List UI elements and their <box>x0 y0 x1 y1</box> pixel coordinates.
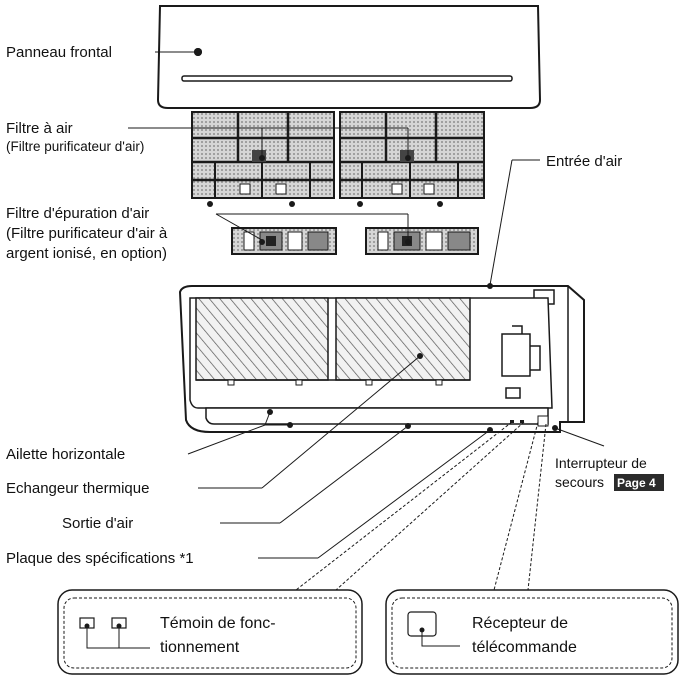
indoor-unit-body <box>178 285 585 433</box>
label-air-cleaning-filter: Filtre d'épuration d'air <box>6 205 149 222</box>
label-horizontal-vane: Ailette horizontale <box>6 446 125 463</box>
air-cleaning-filter-right <box>365 227 479 255</box>
label-heat-exchanger: Echangeur thermique <box>6 480 149 497</box>
callout-dashed-lines <box>295 421 547 591</box>
remote-receiver-callout <box>385 589 679 675</box>
label-front-panel: Panneau frontal <box>6 44 112 61</box>
air-filter-right <box>339 111 485 207</box>
label-operation-indicator: Témoin de fonc- <box>160 615 276 632</box>
label-remote-receiver-line2: télécommande <box>472 639 577 656</box>
label-air-cleaning-filter-line3: argent ionisé, en option) <box>6 245 167 262</box>
page-ref-badge <box>614 474 664 491</box>
label-air-outlet: Sortie d'air <box>62 515 133 532</box>
front-panel <box>156 5 542 109</box>
label-air-filter-sub: (Filtre purificateur d'air) <box>6 139 144 154</box>
page-ref-text: Page 4 <box>617 476 656 490</box>
leader-lines <box>128 51 605 559</box>
label-air-cleaning-filter-line2: (Filtre purificateur d'air à <box>6 225 168 242</box>
label-air-filter: Filtre à air <box>6 120 73 137</box>
label-air-inlet: Entrée d'air <box>546 153 622 170</box>
label-emergency-switch-line2: secours <box>555 474 604 490</box>
label-emergency-switch: Interrupteur de <box>555 455 647 471</box>
label-operation-indicator-line2: tionnement <box>160 639 240 656</box>
operation-indicator-callout <box>57 589 363 675</box>
leader-dots <box>194 48 558 433</box>
label-spec-plate: Plaque des spécifications *1 <box>6 550 194 567</box>
label-remote-receiver: Récepteur de <box>472 615 568 632</box>
